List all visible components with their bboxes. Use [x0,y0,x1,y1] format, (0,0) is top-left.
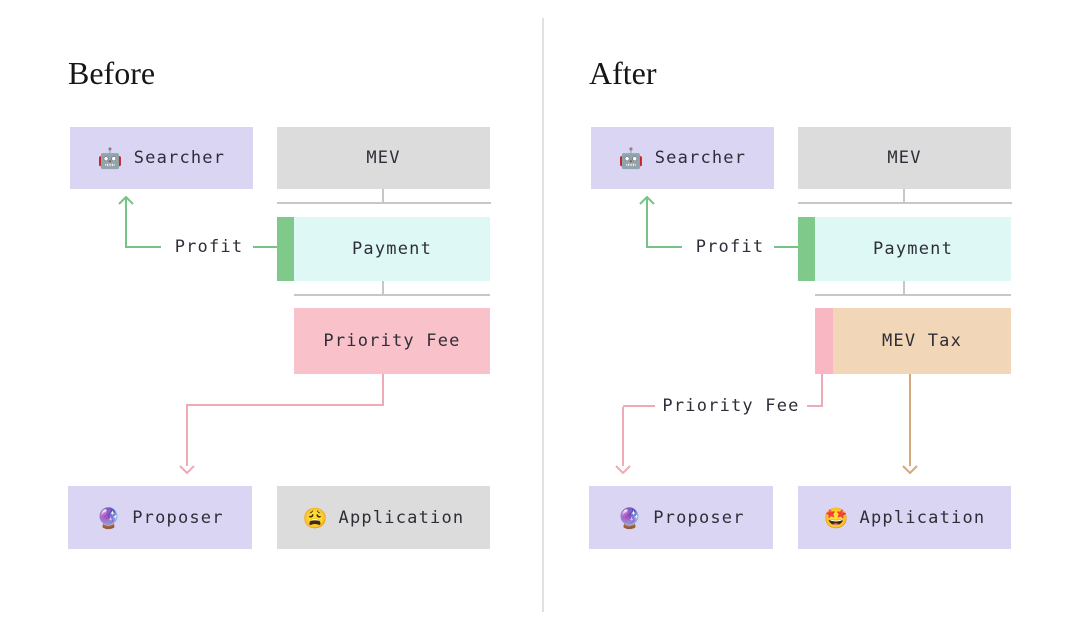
searcher-label: Searcher [654,148,747,168]
mev-label: MEV [366,148,401,168]
searcher-box: 🤖 Searcher [70,127,253,189]
searcher-label: Searcher [133,148,226,168]
fee-arrow-dash-right [807,405,823,407]
mev-tax-label: MEV Tax [881,331,963,351]
robot-icon: 🤖 [97,146,123,170]
proposer-label: Proposer [653,507,745,528]
fee-arrow-vertical [186,406,188,466]
profit-arrow-vertical [125,198,127,248]
star-struck-icon: 🤩 [823,505,849,530]
priority-fee-strip [815,308,833,374]
payment-tax-rail [815,294,1011,296]
fee-arrow-vertical [622,407,624,466]
application-label: Application [859,507,986,528]
payment-label: Payment [351,239,433,259]
payment-fee-rail [294,294,490,296]
fee-arrowhead-icon [179,465,195,474]
after-title: After [589,55,657,91]
profit-arrow-horizontal [125,246,161,248]
mev-box: MEV [798,127,1011,189]
before-title: Before [68,55,156,91]
mev-tax-arrow [909,374,911,466]
priority-fee-box: Priority Fee [294,308,490,374]
payment-box: Payment [815,217,1011,281]
payment-tax-stub [903,281,905,295]
profit-arrowhead-icon [639,196,655,205]
robot-icon: 🤖 [618,146,644,170]
mev-payment-stub [903,189,905,203]
application-box: 😩 Application [277,486,490,549]
profit-arrow-horizontal [646,246,682,248]
profit-label: Profit [695,237,765,257]
payment-box: Payment [294,217,490,281]
fee-arrow-dash-left [623,405,655,407]
mev-box: MEV [277,127,490,189]
fee-arrow-drop [821,374,823,407]
profit-share-bar [798,217,815,281]
fee-arrowhead-icon [615,465,631,474]
proposer-box: 🔮 Proposer [589,486,773,549]
crystal-ball-icon: 🔮 [617,505,643,530]
proposer-box: 🔮 Proposer [68,486,252,549]
mev-payment-stub [382,189,384,203]
mev-payment-rail [277,202,491,204]
proposer-label: Proposer [132,507,224,528]
fee-arrow-drop [382,374,384,406]
searcher-box: 🤖 Searcher [591,127,774,189]
fee-arrow-horizontal [186,404,384,406]
mev-label: MEV [887,148,922,168]
profit-arrowhead-icon [118,196,134,205]
weary-face-icon: 😩 [302,505,328,530]
profit-arrow-vertical [646,198,648,248]
mev-tax-arrowhead-icon [902,465,918,474]
priority-fee-label: Priority Fee [662,396,800,416]
application-label: Application [338,507,465,528]
profit-share-bar [277,217,294,281]
before-panel: Before 🤖 Searcher MEV Payment Profit Pri… [68,55,491,549]
crystal-ball-icon: 🔮 [96,505,122,530]
application-box: 🤩 Application [798,486,1011,549]
priority-fee-label: Priority Fee [323,331,461,351]
mev-tax-box: MEV Tax [833,308,1011,374]
after-panel: After 🤖 Searcher MEV Payment Profit [521,0,1073,630]
profit-arrow-dash [774,246,798,248]
profit-arrow-dash [253,246,277,248]
payment-label: Payment [872,239,954,259]
mev-payment-rail [798,202,1012,204]
payment-fee-stub [382,281,384,295]
panel-divider [542,18,544,612]
profit-label: Profit [174,237,244,257]
